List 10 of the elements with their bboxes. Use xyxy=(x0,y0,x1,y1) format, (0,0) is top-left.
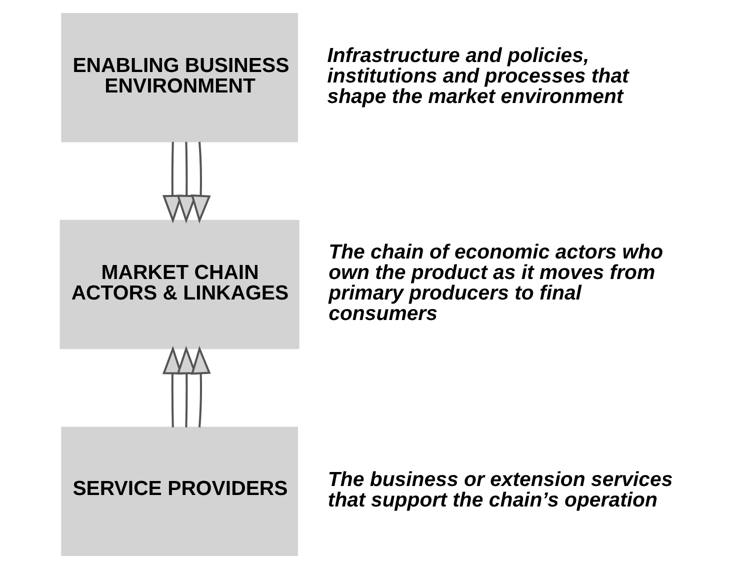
node-label: The chain of economic actors who own the product as it moves from primary producers to final consumers xyxy=(328,242,664,325)
arrow xyxy=(162,142,182,224)
node-label: Infrastructure and policies, institutions and processes that shape the market environment xyxy=(327,44,629,108)
node-label: The business or extension services that support the chain’s operation xyxy=(328,468,673,512)
node-box: MARKET CHAIN ACTORS & LINKAGES xyxy=(60,220,300,350)
arrow xyxy=(162,346,182,428)
arrow xyxy=(190,142,211,224)
node-box: ENABLING BUSINESS ENVIRONMENT xyxy=(61,12,298,142)
node-box: SERVICE PROVIDERS xyxy=(61,426,298,556)
arrow xyxy=(190,346,211,428)
